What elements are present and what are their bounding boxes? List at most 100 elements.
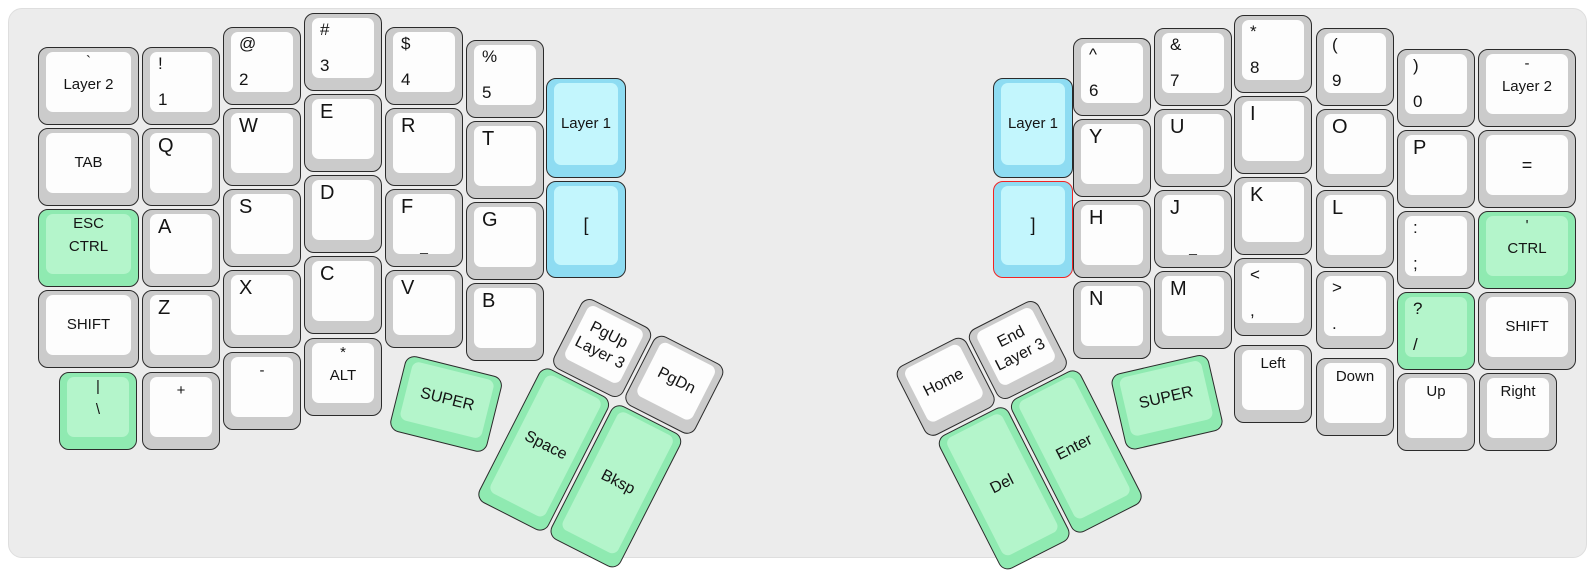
key-4[interactable]: $4 — [385, 27, 463, 105]
key-8[interactable]: *8 — [1234, 15, 1312, 93]
key-layer2-right[interactable]: -Layer 2 — [1478, 49, 1576, 127]
key-r[interactable]: R — [385, 108, 463, 186]
key-a[interactable]: A — [142, 209, 220, 287]
key-k-cap: K — [1242, 182, 1304, 242]
key-down-arrow[interactable]: Down — [1316, 358, 1394, 436]
key-s-label-0: S — [239, 196, 253, 218]
key-question-slash-cap: ?/ — [1405, 297, 1467, 357]
key-left-arrow[interactable]: Left — [1234, 345, 1312, 423]
key-equals[interactable]: = — [1478, 130, 1576, 208]
key-f-homing-mark: _ — [420, 238, 428, 254]
key-3-label-0: # — [320, 20, 330, 39]
key-shift-right[interactable]: SHIFT — [1478, 292, 1576, 370]
key-shift-right-label-0: SHIFT — [1505, 317, 1549, 335]
key-question-slash-label-1: / — [1413, 335, 1418, 354]
key-0-label-1: 0 — [1413, 92, 1423, 111]
key-y[interactable]: Y — [1073, 119, 1151, 197]
key-r-label-0: R — [401, 115, 416, 137]
key-period-label-1: . — [1332, 314, 1337, 333]
key-esc-ctrl-label-0: ESC — [73, 215, 104, 232]
key-f[interactable]: F_ — [385, 189, 463, 267]
key-0[interactable]: )0 — [1397, 49, 1475, 127]
key-o[interactable]: O — [1316, 109, 1394, 187]
key-t[interactable]: T — [466, 121, 544, 199]
key-plus[interactable]: + — [142, 372, 220, 450]
key-layer1-left[interactable]: Layer 1 — [546, 78, 626, 178]
key-h[interactable]: H — [1073, 200, 1151, 278]
key-9[interactable]: (9 — [1316, 28, 1394, 106]
key-quote-ctrl-cap: 'CTRL — [1486, 216, 1568, 276]
key-layer1-left-label-0: Layer 1 — [560, 114, 612, 132]
key-quote-ctrl[interactable]: 'CTRL — [1478, 211, 1576, 289]
key-1-label-0: ! — [158, 54, 163, 73]
key-star-alt-label-1: ALT — [329, 367, 357, 384]
key-shift-left-label-0: SHIFT — [66, 315, 111, 333]
key-i[interactable]: I — [1234, 96, 1312, 174]
key-y-cap: Y — [1081, 124, 1143, 184]
key-comma[interactable]: <, — [1234, 258, 1312, 336]
key-up-arrow[interactable]: Up — [1397, 373, 1475, 451]
key-s[interactable]: S — [223, 189, 301, 267]
key-quote-ctrl-label-0: ' — [1525, 217, 1529, 234]
key-star-alt-label-0: * — [340, 344, 346, 361]
key-n-label-0: N — [1089, 288, 1104, 310]
key-shift-left[interactable]: SHIFT — [38, 290, 139, 368]
key-semicolon[interactable]: :; — [1397, 211, 1475, 289]
key-6[interactable]: ^6 — [1073, 38, 1151, 116]
key-question-slash[interactable]: ?/ — [1397, 292, 1475, 370]
key-minus[interactable]: - — [223, 352, 301, 430]
key-e-label-0: E — [320, 101, 334, 123]
key-layer2-left[interactable]: `Layer 2 — [38, 47, 139, 125]
key-super-left-label-0: SUPER — [418, 384, 476, 415]
key-layer2-right-cap: -Layer 2 — [1486, 54, 1568, 114]
key-right-arrow-label-0: Right — [1500, 383, 1536, 400]
key-x[interactable]: X — [223, 270, 301, 348]
key-l[interactable]: L — [1316, 190, 1394, 268]
key-m[interactable]: M — [1154, 271, 1232, 349]
key-b[interactable]: B — [466, 283, 544, 361]
key-tab[interactable]: TAB — [38, 128, 139, 206]
key-v-cap: V — [393, 275, 455, 335]
key-d[interactable]: D — [304, 175, 382, 253]
key-v[interactable]: V — [385, 270, 463, 348]
key-g[interactable]: G — [466, 202, 544, 280]
key-1[interactable]: !1 — [142, 47, 220, 125]
key-e-cap: E — [312, 99, 374, 159]
key-left-arrow-label-0: Left — [1260, 355, 1286, 372]
key-super-right[interactable]: SUPER — [1109, 353, 1225, 452]
key-z-cap: Z — [150, 295, 212, 355]
key-star-alt[interactable]: * ALT — [304, 338, 382, 416]
key-9-label-1: 9 — [1332, 71, 1342, 90]
key-pipe-backslash[interactable]: |\ — [59, 372, 137, 450]
key-super-left[interactable]: SUPER — [388, 354, 505, 454]
key-q[interactable]: Q — [142, 128, 220, 206]
key-close-bracket[interactable]: ] — [993, 181, 1073, 278]
key-u[interactable]: U — [1154, 109, 1232, 187]
key-2-label-1: 2 — [239, 70, 249, 89]
key-shift-left-cap: SHIFT — [46, 295, 131, 355]
key-right-arrow[interactable]: Right — [1479, 373, 1557, 451]
key-p[interactable]: P — [1397, 130, 1475, 208]
key-u-cap: U — [1162, 114, 1224, 174]
key-o-label-0: O — [1332, 116, 1348, 138]
key-layer1-right[interactable]: Layer 1 — [993, 78, 1073, 178]
key-z[interactable]: Z — [142, 290, 220, 368]
key-5[interactable]: %5 — [466, 40, 544, 118]
key-y-label-0: Y — [1089, 126, 1103, 148]
key-open-bracket[interactable]: [ — [546, 181, 626, 278]
key-minus-cap: - — [231, 357, 293, 417]
key-7[interactable]: &7 — [1154, 28, 1232, 106]
key-2[interactable]: @2 — [223, 27, 301, 105]
key-j[interactable]: J_ — [1154, 190, 1232, 268]
key-right-arrow-cap: Right — [1487, 378, 1549, 438]
key-3[interactable]: #3 — [304, 13, 382, 91]
key-e[interactable]: E — [304, 94, 382, 172]
key-w[interactable]: W — [223, 108, 301, 186]
key-c[interactable]: C — [304, 256, 382, 334]
key-k[interactable]: K — [1234, 177, 1312, 255]
key-n[interactable]: N — [1073, 281, 1151, 359]
key-period[interactable]: >. — [1316, 271, 1394, 349]
